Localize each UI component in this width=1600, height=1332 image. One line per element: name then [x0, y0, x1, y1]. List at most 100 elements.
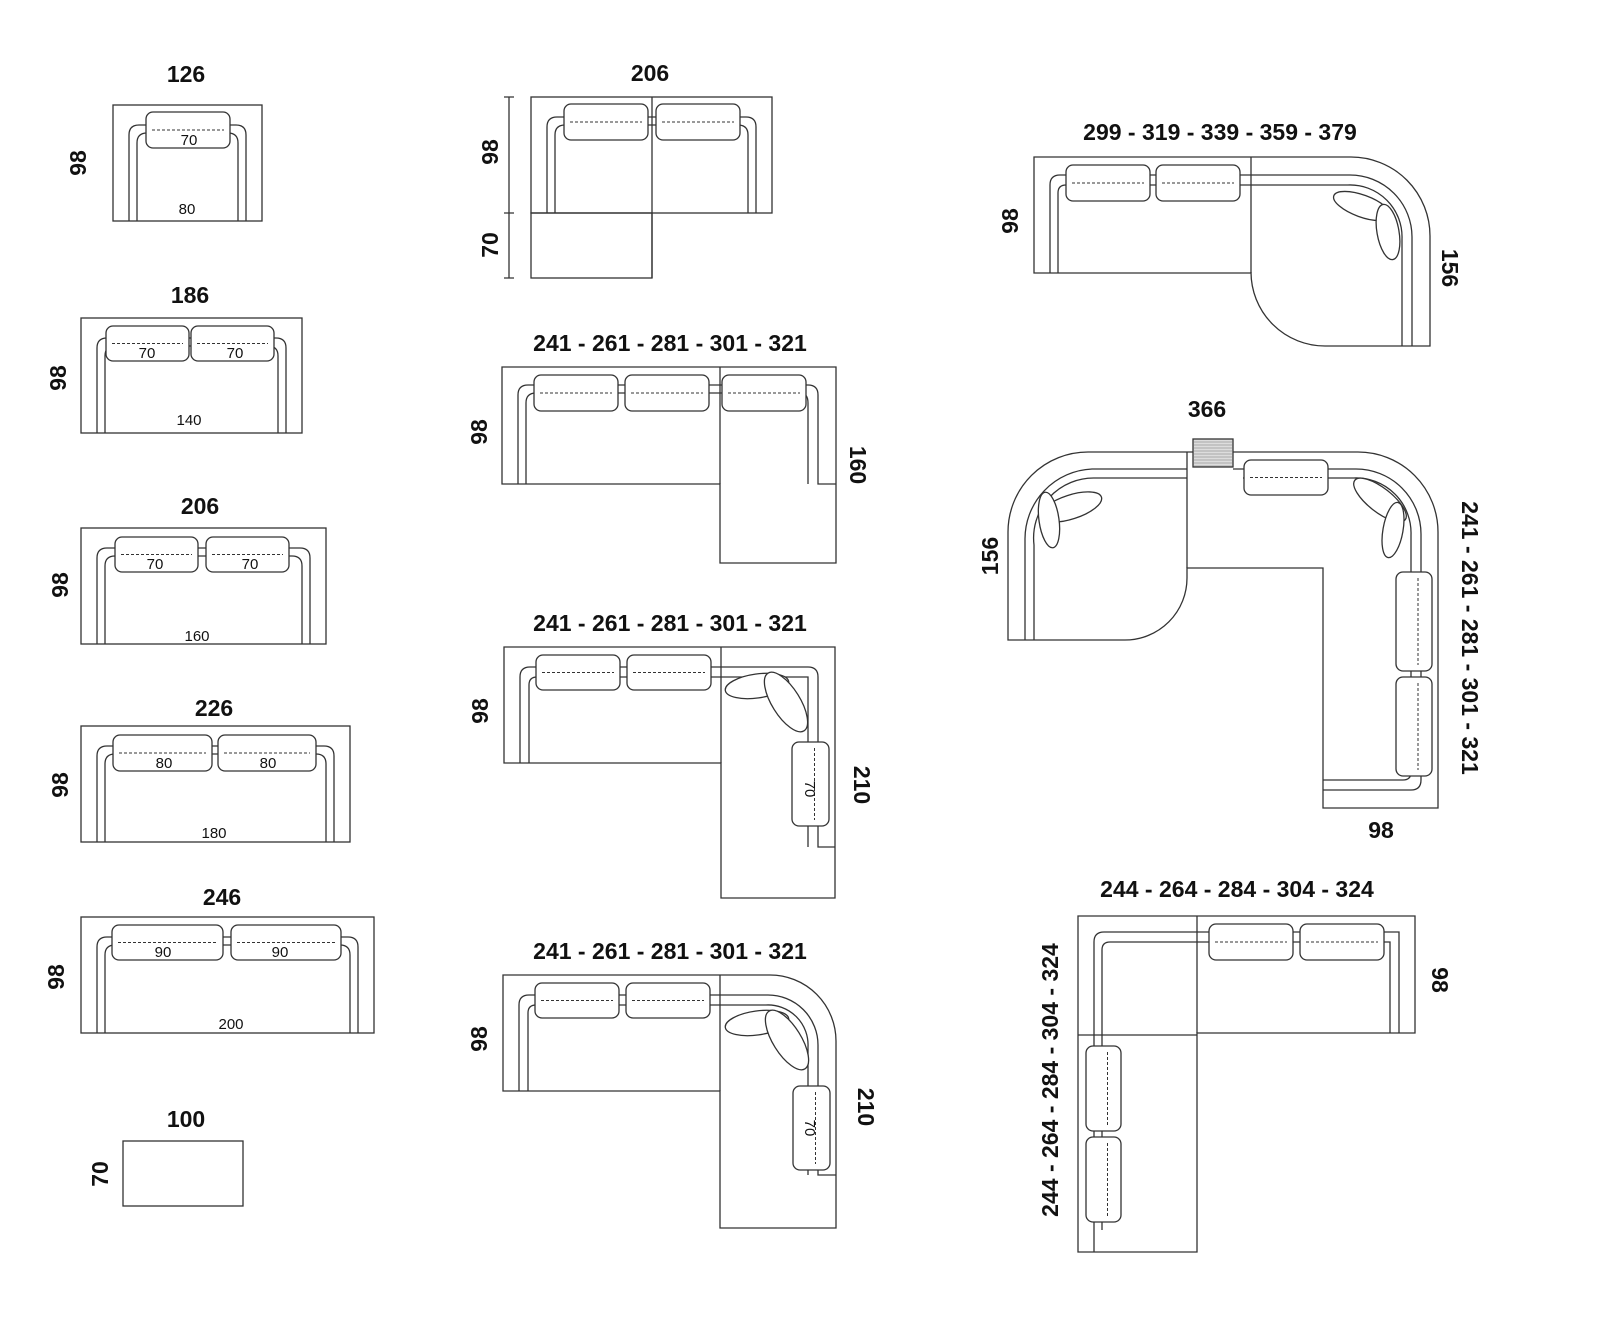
width-label: 226 [195, 695, 233, 721]
width-label: 366 [1188, 396, 1226, 422]
width-label: 206 [181, 493, 219, 519]
chaise-depth-label: 70 [477, 232, 503, 258]
armrest-line [519, 666, 835, 848]
width-label: 241 - 261 - 281 - 301 - 321 [533, 938, 807, 964]
chaise-length-label: 160 [845, 446, 871, 484]
width-label: 299 - 319 - 339 - 359 - 379 [1083, 119, 1357, 145]
chaise-depth-label: 156 [1437, 249, 1463, 287]
back-cushion [112, 734, 213, 772]
left-length-label: 244 - 264 - 284 - 304 - 324 [1037, 943, 1063, 1217]
ottoman-outline [122, 1140, 244, 1207]
armrest-line [96, 936, 359, 1033]
dimension-line [504, 96, 514, 279]
cushion-label: 70 [242, 556, 259, 573]
outline [1007, 451, 1439, 809]
armrest-line [517, 384, 836, 485]
width-label: 186 [171, 282, 209, 308]
width-label: 100 [167, 1106, 205, 1132]
armrest-line [546, 116, 757, 213]
decor-pillow [1375, 203, 1401, 261]
armrest-line [1024, 468, 1422, 791]
width-label: 246 [203, 884, 241, 910]
side-cushion [792, 1085, 831, 1171]
armrest-line [518, 994, 836, 1176]
seat-label: 160 [184, 628, 209, 645]
sofa-246: 246 98 90 90 200 [43, 884, 288, 1033]
cushion-label: 70 [801, 1120, 818, 1137]
seat-label: 200 [218, 1016, 243, 1033]
outline [1077, 915, 1416, 1253]
corner-sofa-round: 241 - 261 - 281 - 301 - 321 98 210 70 [466, 938, 879, 1136]
width-label: 241 - 261 - 281 - 301 - 321 [533, 610, 807, 636]
back-cushion [111, 924, 224, 961]
cushion-label: 80 [260, 755, 277, 772]
side-cushion [1395, 676, 1433, 777]
ottoman: 100 70 [87, 1106, 205, 1187]
width-label: 241 - 261 - 281 - 301 - 321 [533, 330, 807, 356]
outline [1033, 156, 1431, 347]
sofa-126: 126 98 70 80 [65, 61, 205, 218]
side-label: 210 [849, 766, 875, 804]
armrest-line [96, 745, 335, 842]
sofa-outline [80, 916, 375, 1034]
sofa-outline [80, 527, 327, 645]
decor-pillow [763, 671, 809, 733]
outline [501, 366, 837, 564]
cushion-label: 90 [155, 944, 172, 961]
round-u-sofa: 366 156 241 - 261 - 281 - 301 - 321 98 [977, 396, 1483, 843]
depth-label: 98 [47, 772, 73, 798]
armrest-line [104, 753, 327, 842]
cushion-label: 70 [801, 781, 818, 798]
cushion-label: 70 [139, 345, 156, 362]
armrest-line [96, 547, 311, 644]
chaise-outline [530, 212, 653, 279]
depth-label: 70 [87, 1161, 113, 1187]
armrest-line [104, 944, 351, 1033]
corner-sofa-square: 241 - 261 - 281 - 301 - 321 98 210 70 [467, 610, 875, 804]
seat-label: 140 [176, 412, 201, 429]
side-cushion [1085, 1136, 1122, 1223]
drawings [80, 96, 1439, 1253]
left-depth-label: 156 [977, 537, 1003, 575]
right-depth-label: 98 [1368, 817, 1394, 843]
depth-label: 98 [1427, 967, 1453, 993]
cushion-label: 90 [272, 944, 289, 961]
chaise-sofa-206: 206 98 70 [477, 60, 669, 258]
depth-label: 98 [477, 139, 503, 165]
width-label: 206 [631, 60, 669, 86]
corner-sofa-large: 244 - 264 - 284 - 304 - 324 98 244 - 264… [1037, 876, 1453, 1217]
cushion-label: 70 [147, 556, 164, 573]
side-cushion [1395, 571, 1433, 672]
module-divider [1078, 916, 1198, 1036]
sofa-outline [80, 317, 303, 434]
outline [503, 646, 836, 899]
decor-pillow [764, 1009, 810, 1071]
back-cushion [230, 924, 342, 961]
decor-pillow [1037, 491, 1061, 549]
armrest-line [1093, 931, 1400, 1252]
armrest-line [1049, 174, 1413, 346]
round-chaise-sofa: 299 - 319 - 339 - 359 - 379 98 156 [997, 119, 1463, 287]
cushion-label: 80 [156, 755, 173, 772]
sofa-186: 186 98 70 70 140 [45, 282, 243, 429]
side-table-icon [1192, 438, 1234, 468]
depth-label: 98 [467, 698, 493, 724]
side-cushion [791, 741, 830, 827]
width-label: 126 [167, 61, 205, 87]
side-label: 210 [853, 1088, 879, 1126]
cushion-label: 70 [181, 132, 198, 149]
depth-label: 98 [43, 964, 69, 990]
depth-label: 98 [45, 365, 71, 391]
armrest-line [527, 1004, 809, 1175]
right-length-label: 241 - 261 - 281 - 301 - 321 [1457, 501, 1483, 775]
seat-label: 180 [201, 825, 226, 842]
decor-pillow [1381, 501, 1405, 559]
outline [502, 974, 837, 1229]
depth-label: 98 [466, 419, 492, 445]
sofa-226: 226 98 80 80 180 [47, 695, 276, 842]
armrest-line [1101, 941, 1391, 1230]
cushion-label: 70 [227, 345, 244, 362]
armrest-line [528, 676, 809, 847]
sofa-outline [80, 725, 351, 843]
sofa-206: 206 98 70 70 160 [47, 493, 258, 645]
